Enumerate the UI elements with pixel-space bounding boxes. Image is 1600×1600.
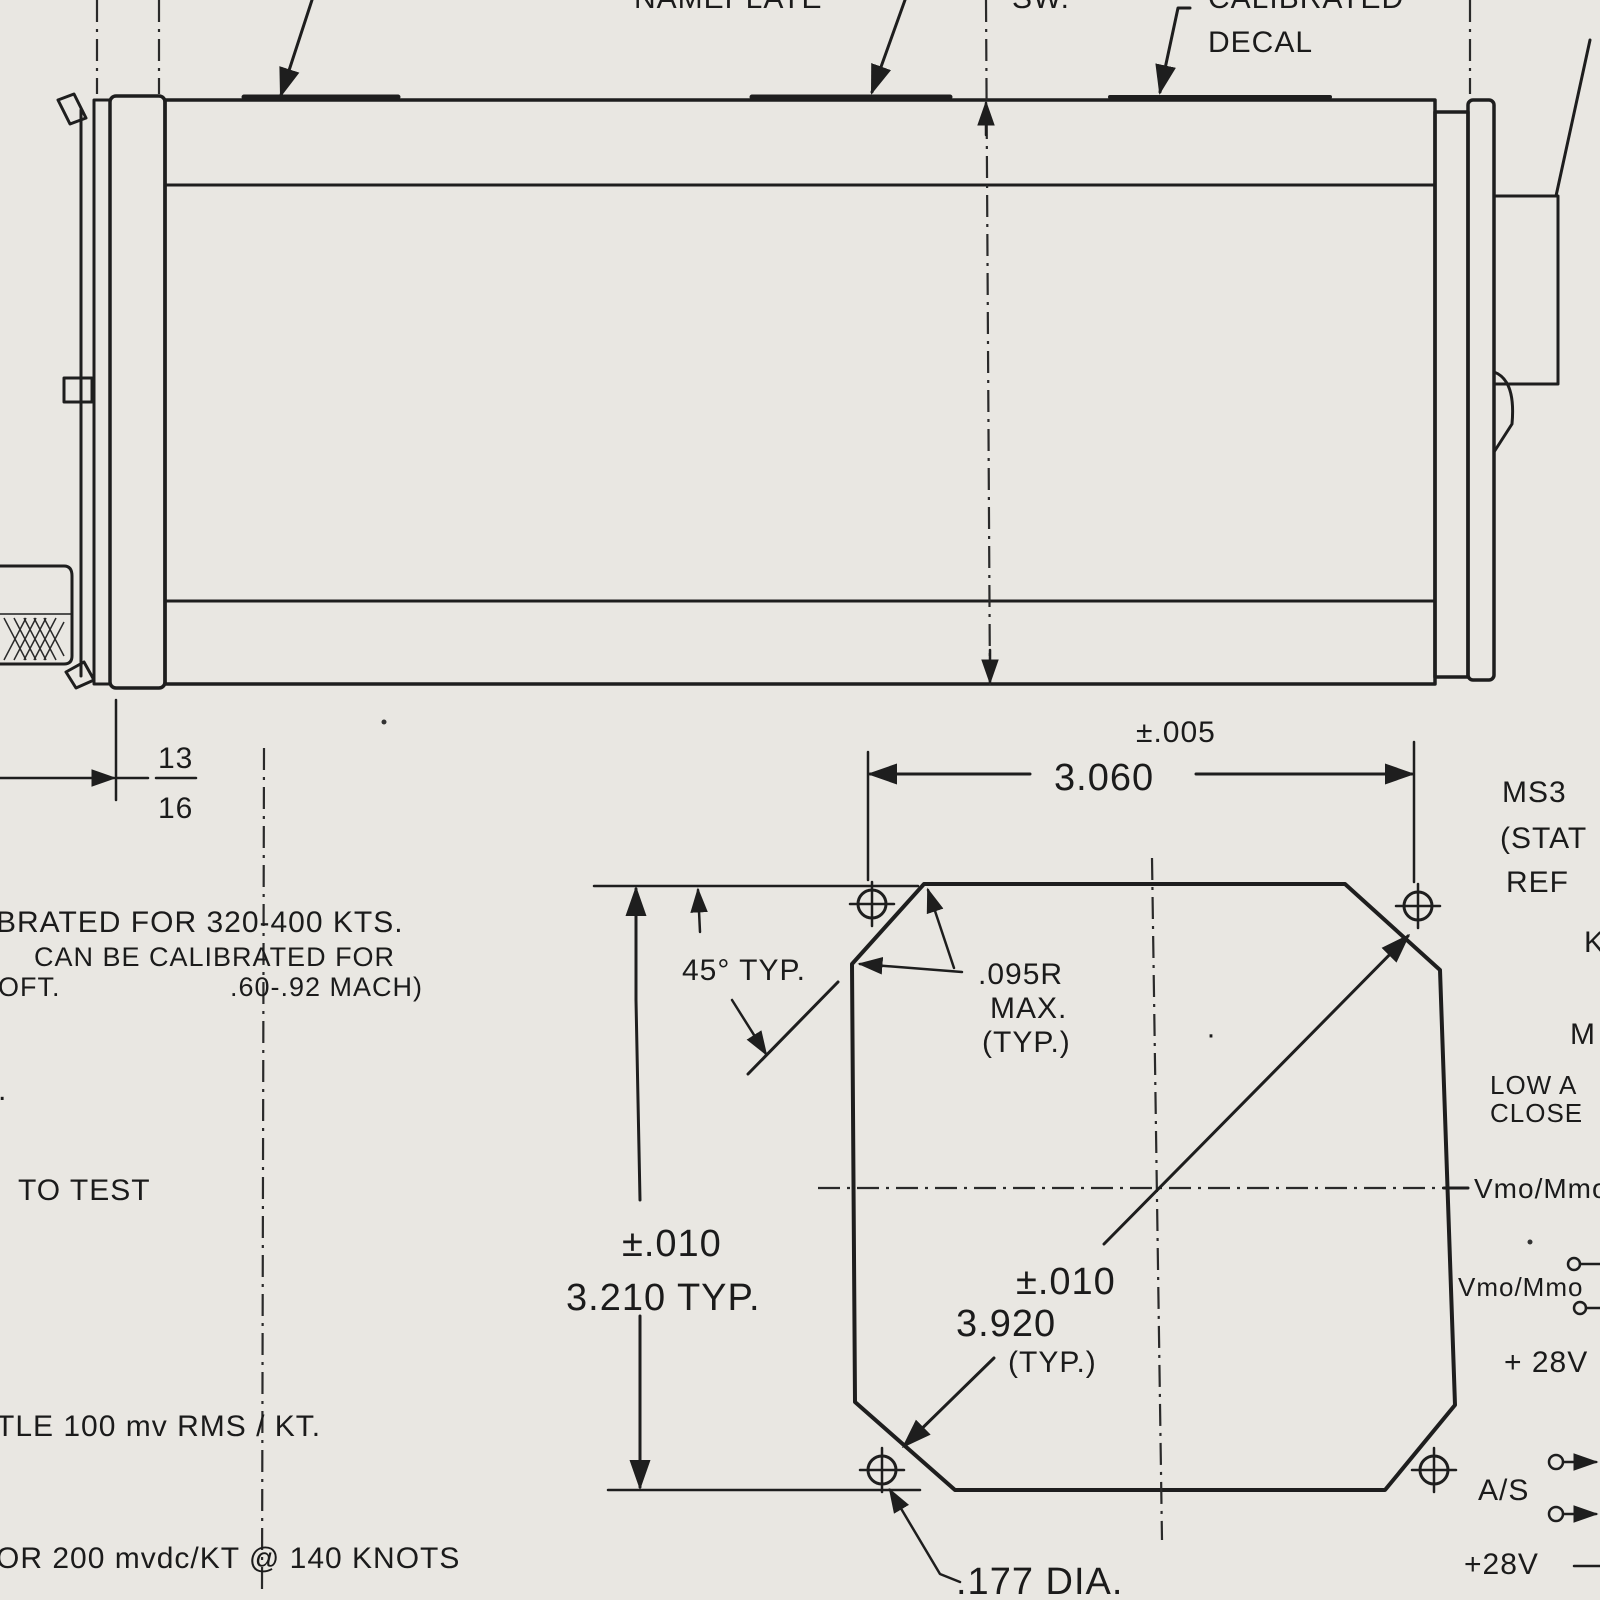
terminal-2 [1572, 1300, 1588, 1316]
schematic-as: A/S [1478, 1474, 1529, 1507]
schematic-ref: REF [1506, 866, 1569, 899]
front-bezel [108, 94, 167, 690]
note-line-3b: .60-.92 MACH) [230, 972, 423, 1002]
schematic-28v-a: + 28V [1504, 1346, 1588, 1379]
radius-line-3: (TYP.) [982, 1026, 1071, 1059]
height-dim-line [634, 998, 642, 1202]
bezel-clip-top [56, 92, 88, 126]
front-plate [92, 98, 112, 686]
schematic-stat: (STAT [1500, 822, 1587, 855]
diag-dim-lower [901, 1356, 996, 1449]
schematic-vmo-2: Vmo/Mmo [1458, 1272, 1583, 1302]
schematic-k: K [1584, 926, 1600, 959]
radius-leader-left [857, 957, 964, 975]
schematic-m: M [1570, 1018, 1596, 1051]
callout-calibrated: CALIBRATED [1208, 0, 1404, 15]
radius-line-1: .095R [978, 958, 1063, 991]
rear-connector [1492, 194, 1560, 386]
diag-value: 3.920 [956, 1303, 1056, 1345]
fraction-denominator: 16 [158, 792, 193, 825]
bezel-clip-bottom [64, 660, 96, 690]
cutout-outline [850, 882, 1457, 1492]
note-line-7: OR 200 mvdc/KT @ 140 KNOTS [0, 1542, 460, 1575]
schematic-low-1: LOW A [1490, 1070, 1577, 1100]
rear-flange [1433, 110, 1470, 679]
rear-ring [1466, 98, 1496, 682]
instrument-body [163, 98, 1437, 686]
rear-latch [1492, 370, 1515, 562]
note-line-3a: OFT. [0, 972, 61, 1002]
width-tolerance: ±.005 [1136, 716, 1216, 749]
schematic-vmo-1: Vmo/Mmo [1474, 1173, 1600, 1204]
schematic-ms: MS3 [1502, 776, 1567, 809]
decal-leader [1155, 6, 1192, 95]
note-line-2: CAN BE CALIBRATED FOR [34, 942, 395, 972]
note-line-4: . [0, 1074, 7, 1107]
note-line-5: TO TEST [18, 1174, 151, 1207]
note-line-1: BRATED FOR 320-400 KTS. [0, 906, 404, 939]
right-leader [1554, 38, 1592, 198]
callout-decal: DECAL [1208, 26, 1313, 59]
stray-dot-1 [381, 719, 387, 725]
chamfer-ext-line [746, 980, 840, 1076]
hole-label: .177 DIA. [956, 1561, 1123, 1600]
diag-dim-upper [1102, 933, 1411, 1246]
side-view: NAMEPLATE SW. CALIBRATED DECAL [0, 0, 1592, 691]
depth-dimension: 13 16 [0, 698, 266, 1591]
width-value: 3.060 [1054, 757, 1154, 799]
diag-typ: (TYP.) [1008, 1346, 1097, 1379]
side-knob [62, 376, 94, 404]
height-value: 3.210 TYP. [566, 1277, 761, 1319]
height-tolerance: ±.010 [622, 1223, 722, 1265]
fraction-numerator: 13 [158, 742, 193, 775]
terminal-1 [1566, 1256, 1582, 1272]
center-dot: · [1206, 1018, 1217, 1051]
notes-block: BRATED FOR 320-400 KTS. CAN BE CALIBRATE… [0, 906, 460, 1575]
switch-leader [870, 0, 907, 95]
schematic-28v-b: +28V [1464, 1548, 1539, 1581]
angle-leader [730, 998, 768, 1057]
callout-switch: SW. [1012, 0, 1070, 15]
stray-dot-2 [1527, 1239, 1533, 1245]
mount-hole-bottom-left [858, 1446, 906, 1494]
callout-nameplate: NAMEPLATE [634, 0, 823, 15]
schematic-low-2: CLOSE [1490, 1098, 1583, 1128]
diag-tolerance: ±.010 [1016, 1261, 1116, 1303]
notes-centerline [260, 747, 266, 1591]
angle-label: 45° TYP. [682, 954, 806, 987]
cutout-v-centerline [1150, 857, 1164, 1541]
schematic-fragment: MS3 (STAT REF K M LOW A CLOSE Vmo/Mmo Vm… [1442, 776, 1600, 1581]
note-line-6: TLE 100 mv RMS / KT. [0, 1410, 321, 1443]
nameplate-leader [279, 0, 314, 98]
hole-leader [888, 1487, 962, 1584]
radius-line-2: MAX. [990, 992, 1067, 1025]
terminal-4 [1547, 1505, 1565, 1523]
front-connector [0, 564, 74, 666]
panel-cutout: ±.010 3.920 (TYP.) ±.005 3.0 [566, 716, 1458, 1600]
side-centerline [984, 0, 992, 691]
terminal-3 [1547, 1453, 1565, 1471]
radius-leader-upper [926, 887, 956, 970]
mount-hole-top-left [848, 880, 896, 928]
angle-arrow-top [690, 887, 708, 934]
mount-hole-bottom-right [1410, 1446, 1458, 1494]
mount-hole-top-right [1394, 882, 1442, 930]
